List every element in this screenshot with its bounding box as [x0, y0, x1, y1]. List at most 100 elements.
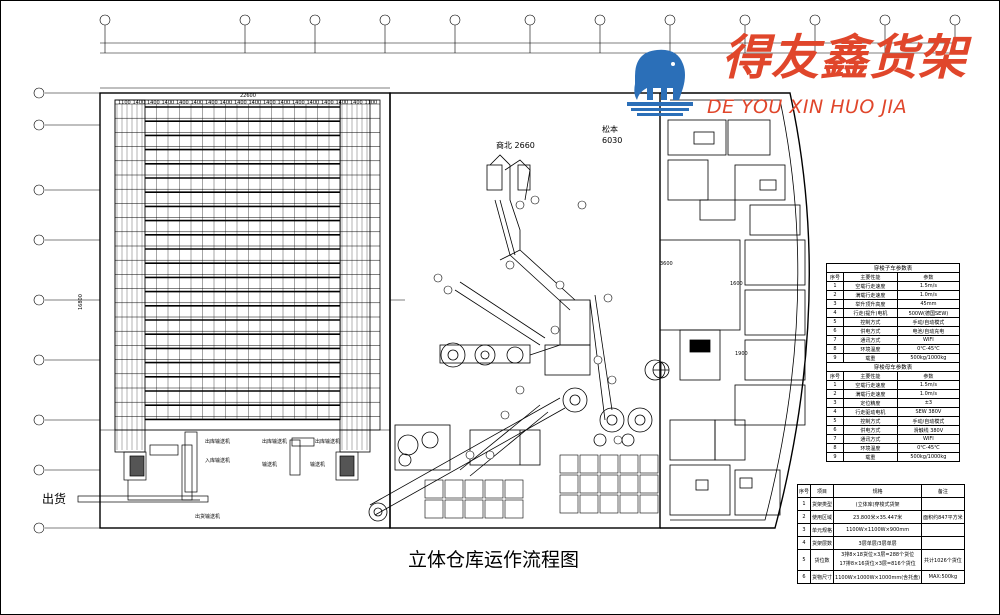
side-dimension: 16800 [78, 294, 84, 310]
mother-table-title: 穿梭母车参数表 [826, 362, 960, 372]
axis-bubble [379, 14, 391, 26]
pallet-slot [464, 479, 484, 499]
office-rooms [652, 119, 806, 516]
axis-bubble [33, 294, 45, 306]
pallet-slot [639, 454, 659, 474]
mother-table-cell: 7 [826, 434, 844, 444]
mother-table-cell: 通讯方式 [843, 434, 898, 444]
spec-header-spec: 规格 [833, 484, 923, 498]
shuttle-table-title: 穿梭子车参数表 [826, 263, 960, 273]
spec-table-cell [921, 497, 965, 511]
shuttle-table-cell: 9 [826, 353, 844, 363]
spec-table-cell: 23.800米×35.447米 [833, 510, 923, 524]
pallet-slot [599, 454, 619, 474]
shuttle-table-cell: 空载行走速度 [843, 281, 898, 291]
step-marker [500, 410, 510, 420]
column-dimension: 1400 [292, 100, 305, 106]
spec-table-cell: 货架层数 [810, 536, 835, 550]
mother-table-cell: SEW 380V [896, 407, 961, 417]
shuttle-table-cell: WIFI [896, 335, 961, 345]
axis-bubble [594, 14, 606, 26]
pallet-slot [559, 474, 579, 494]
step-marker [515, 200, 525, 210]
mother-table-cell: 5 [826, 416, 844, 426]
step-marker [577, 200, 587, 210]
mother-table-cell: ±3 [896, 398, 961, 408]
pallet-grid [424, 454, 659, 519]
column-dimension: 1100 [118, 100, 131, 106]
step-marker [465, 450, 475, 460]
spec-table-cell [921, 536, 965, 550]
mother-table-cell: 1.0m/s [896, 389, 961, 399]
conveyor-label-1: 出库输送机 [205, 438, 230, 445]
mother-table-cell: 环境温度 [843, 443, 898, 453]
pallet-slot [484, 499, 504, 519]
pallet-slot [599, 494, 619, 514]
pallet-slot [504, 499, 524, 519]
axis-bubble [309, 14, 321, 26]
spec-table-cell: 共计1026个货位 [921, 549, 965, 571]
pallet-slot [444, 499, 464, 519]
axis-bubble [664, 14, 676, 26]
spec-table-cell: 6 [796, 570, 812, 584]
step-marker [603, 293, 613, 303]
shuttle-table-cell: 手动/自动模式 [896, 317, 961, 327]
spec-table-cell: 3层单层/3层单层 [833, 536, 923, 550]
conveyor-label-4: 输送机 [262, 461, 277, 468]
conveyor-label-3: 出库输送机 [262, 438, 287, 445]
spec-table-cell: 5 [796, 549, 812, 571]
column-dimension: 1400 [336, 100, 349, 106]
column-dimension: 1400 [162, 100, 175, 106]
annotation-shangbei: 商北 2660 [496, 140, 535, 150]
axis-bubble [449, 14, 461, 26]
shuttle-table-cell: 行走(提升)电机 [843, 308, 898, 318]
building-outline [99, 42, 955, 529]
conveyor-label-5: 出库输送机 [315, 438, 340, 445]
pallet-slot [619, 494, 639, 514]
pallet-slot [619, 454, 639, 474]
axis-bubble [33, 354, 45, 366]
elephant-logo-icon [627, 49, 693, 116]
spec-header-no: 序号 [796, 484, 812, 498]
column-dimension: 1400 [350, 100, 363, 106]
step-marker [433, 273, 443, 283]
shuttle-table-cell: 6 [826, 326, 844, 336]
shuttle-table-cell: 500kg/1000kg [896, 353, 961, 363]
shuttle-table-cell: 环境温度 [843, 344, 898, 354]
brand-name-chinese: 得友鑫货架 [722, 30, 968, 86]
column-dimension: 1400 [220, 100, 233, 106]
mother-table-cell: 9 [826, 452, 844, 462]
mother-table-cell: 手动/自动模式 [896, 416, 961, 426]
pallet-slot [639, 474, 659, 494]
conveyor-label-7: 出货输送机 [195, 513, 220, 520]
shuttle-table-cell: 1 [826, 281, 844, 291]
spec-table-cell: 单元规格 [810, 523, 835, 537]
spec-table-cell: 2 [796, 510, 812, 524]
shuttle-table-cell: 5 [826, 317, 844, 327]
spec-table-cell: 面积约847平方米 [921, 510, 965, 524]
axis-bubble [524, 14, 536, 26]
shuttle-table-cell: 7 [826, 335, 844, 345]
mother-header-param: 参数 [896, 371, 961, 381]
axis-bubble [33, 184, 45, 196]
axis-bubble [33, 87, 45, 99]
spec-header-item: 项目 [810, 484, 835, 498]
pallet-slot [619, 474, 639, 494]
axis-bubble [879, 14, 891, 26]
mother-header-perf: 主要性能 [843, 371, 898, 381]
shuttle-racking-area [114, 99, 381, 453]
